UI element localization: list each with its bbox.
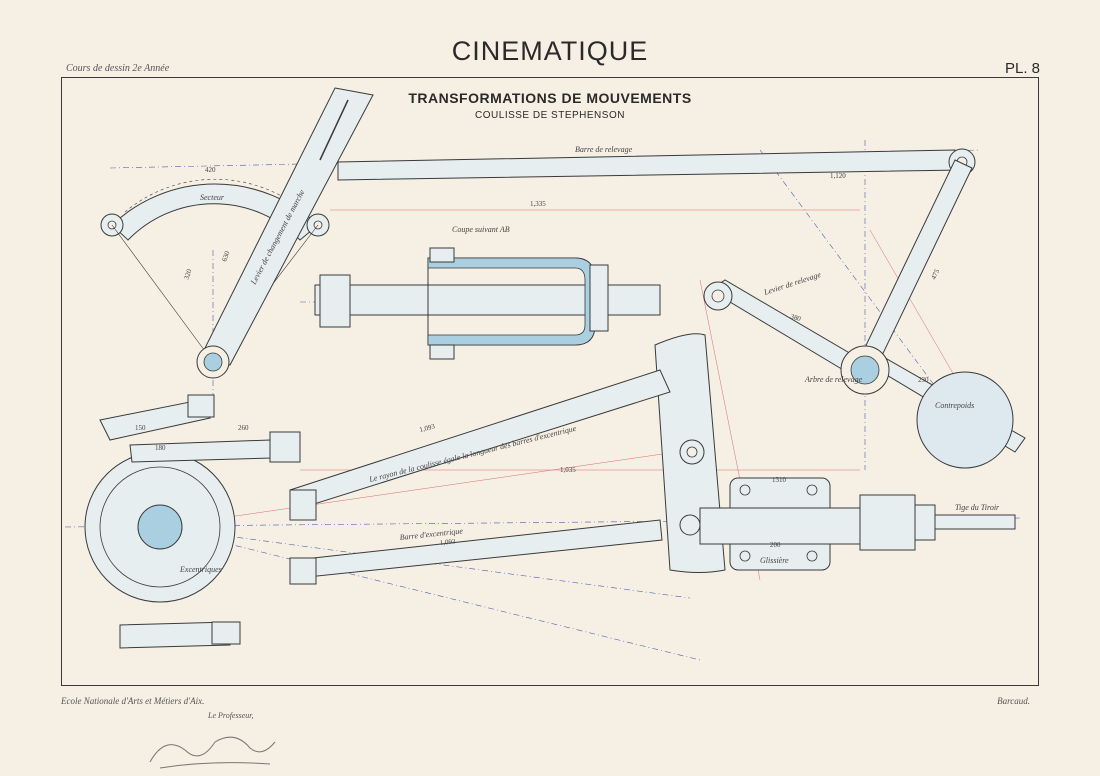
lifting-shaft-label: Arbre de relevage bbox=[804, 375, 863, 384]
dim-150: 150 bbox=[135, 424, 146, 432]
eccentrics bbox=[84, 394, 301, 649]
valve-rod-label: Tige du Tiroir bbox=[955, 503, 1000, 512]
dim-380: 380 bbox=[789, 312, 802, 323]
dim-230: 230 bbox=[918, 376, 929, 384]
dim-420: 420 bbox=[205, 166, 216, 174]
dim-1120: 1,120 bbox=[830, 172, 846, 180]
dim-630: 630 bbox=[220, 250, 231, 263]
drawing-subtitle: TRANSFORMATIONS DE MOUVEMENTS bbox=[408, 90, 692, 106]
dim-180: 180 bbox=[155, 444, 166, 452]
lifting-bar-label: Barre de relevage bbox=[575, 145, 633, 154]
lifting-lever bbox=[703, 159, 1026, 469]
course-note: Cours de dessin 2e Année bbox=[66, 63, 170, 74]
eccentrics-label: Excentriques bbox=[179, 565, 222, 574]
section-label: Coupe suivant AB bbox=[452, 225, 510, 234]
dim-320: 320 bbox=[182, 268, 193, 281]
reversing-lever bbox=[196, 87, 374, 379]
footer-author: Barcaud. bbox=[997, 696, 1030, 706]
dim-260: 260 bbox=[238, 424, 249, 432]
footer-professor: Le Professeur, bbox=[208, 711, 254, 720]
eccentric-rods bbox=[289, 369, 671, 585]
sector-label: Secteur bbox=[200, 193, 225, 202]
dim-1093-bottom: 1,093 bbox=[439, 537, 456, 547]
drawing-frame bbox=[61, 77, 1039, 686]
lifting-lever-label: Levier de relevage bbox=[762, 270, 822, 297]
professor-signature bbox=[149, 736, 276, 769]
footer-school: Ecole Nationale d'Arts et Métiers d'Aix. bbox=[61, 696, 205, 706]
dim-200: 200 bbox=[770, 541, 781, 549]
slide-guide-label: Glissière bbox=[760, 556, 789, 565]
lifting-bar bbox=[337, 148, 976, 181]
section-ab bbox=[314, 247, 661, 360]
dim-1093-top: 1,093 bbox=[419, 422, 437, 434]
dim-475: 475 bbox=[930, 267, 942, 280]
dim-1335: 1,335 bbox=[530, 200, 546, 208]
slide-guide bbox=[699, 477, 1016, 571]
counterweight-label: Contrepoids bbox=[935, 401, 974, 410]
dim-1310: 1310 bbox=[772, 476, 787, 484]
main-title: CINEMATIQUE bbox=[451, 36, 649, 66]
plate-number: PL. 8 bbox=[1004, 60, 1040, 77]
drawing-subsubtitle: COULISSE DE STEPHENSON bbox=[475, 110, 625, 121]
dim-1035: 1,035 bbox=[560, 466, 576, 474]
